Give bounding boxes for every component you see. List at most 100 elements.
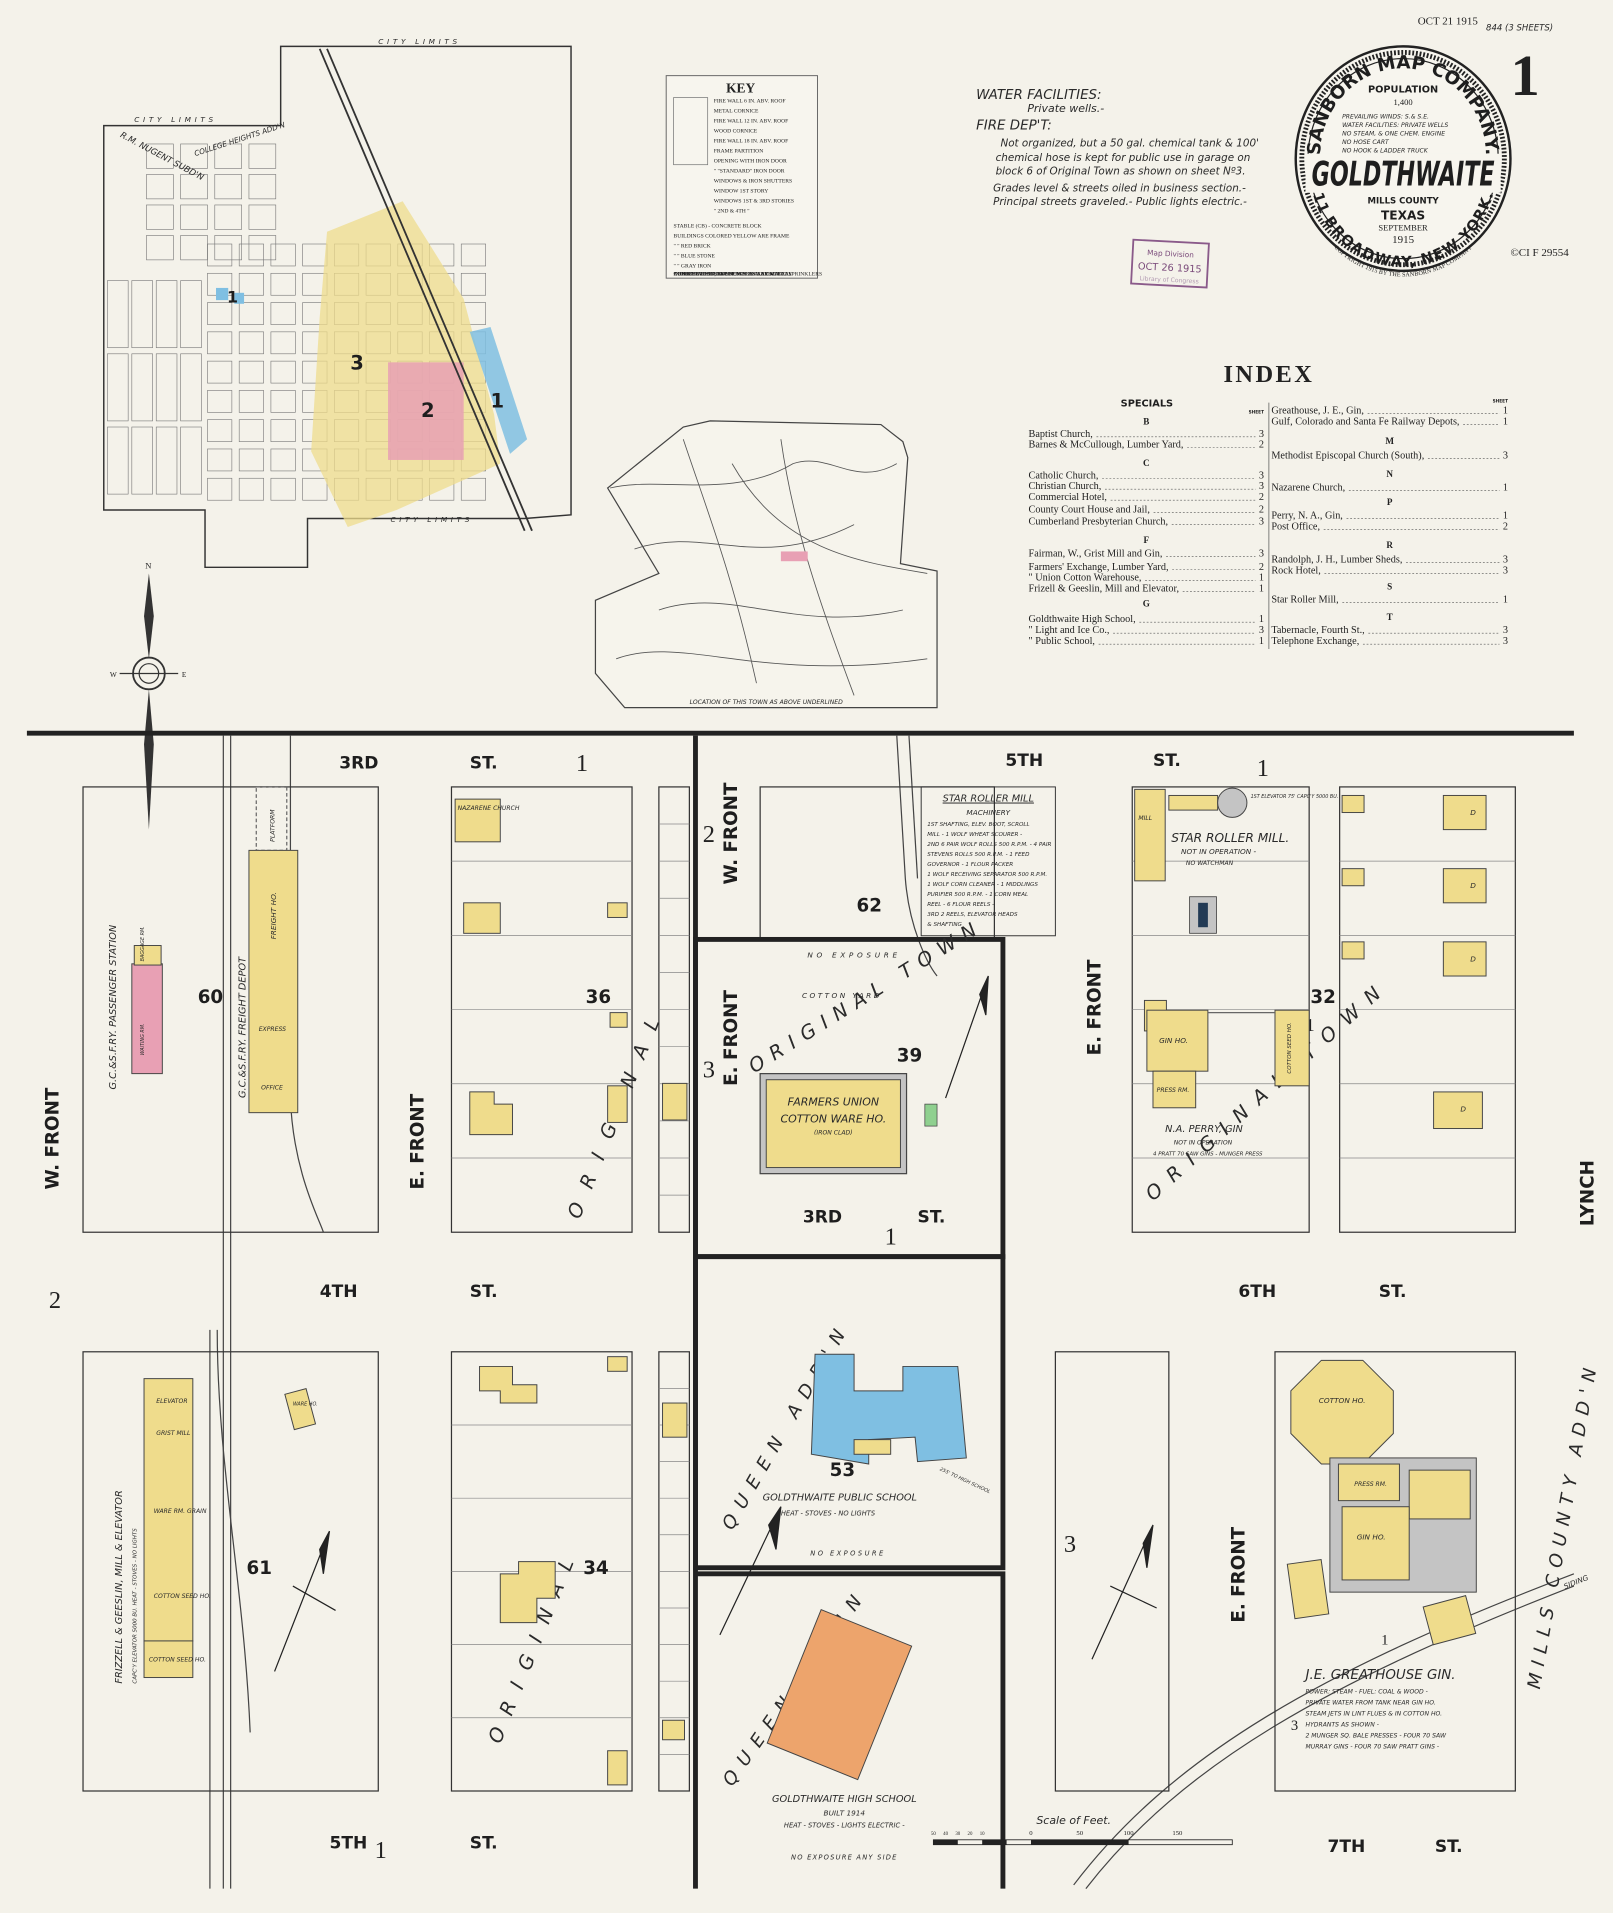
svg-text:STAR ROLLER MILL.: STAR ROLLER MILL. <box>1171 831 1289 845</box>
svg-text:5TH: 5TH <box>329 1833 367 1853</box>
svg-text:LOCATION OF THIS TOWN AS ABOVE: LOCATION OF THIS TOWN AS ABOVE UNDERLINE… <box>690 699 843 706</box>
svg-text:COTTON SEED HO.: COTTON SEED HO. <box>154 1593 211 1600</box>
svg-text:J.E. GREATHOUSE GIN.: J.E. GREATHOUSE GIN. <box>1302 1668 1455 1683</box>
index-letter: M <box>1385 436 1394 446</box>
index-sheet-number: 1 <box>1503 482 1508 493</box>
machinery-line: STEVENS ROLLS 500 R.P.M. - 1 FEED <box>927 852 1030 858</box>
svg-text:CITY LIMITS: CITY LIMITS <box>134 115 217 124</box>
svg-text:COTTON WARE HO.: COTTON WARE HO. <box>780 1112 886 1125</box>
svg-text:MILL: MILL <box>1138 815 1152 822</box>
index-sheet-number: 1 <box>1503 595 1508 606</box>
svg-text:6TH: 6TH <box>1238 1282 1276 1302</box>
svg-text:G.C.&S.F.RY. FREIGHT DEPOT: G.C.&S.F.RY. FREIGHT DEPOT <box>237 956 248 1098</box>
index-sheet-number: 3 <box>1259 470 1264 481</box>
svg-text:STEAM JETS IN LINT FLUES & IN: STEAM JETS IN LINT FLUES & IN COTTON HO. <box>1305 1710 1442 1717</box>
svg-text:MILLS COUNTY ADD'N: MILLS COUNTY ADD'N <box>1524 1359 1602 1690</box>
key-line: FIRE WALL 12 IN. ABV. ROOF <box>714 118 789 124</box>
goldthwaite-high-school: GOLDTHWAITE HIGH SCHOOL BUILT 1914 HEAT … <box>766 1608 917 1861</box>
index-entry: Randolph, J. H., Lumber Sheds, <box>1271 554 1402 565</box>
key-map-block <box>180 235 208 261</box>
svg-text:Scale of Feet.: Scale of Feet. <box>1036 1814 1111 1827</box>
svg-text:NO EXPOSURE: NO EXPOSURE <box>807 951 900 960</box>
index-sheet-number: 2 <box>1259 440 1264 451</box>
key-map-block <box>146 235 174 261</box>
block-34-buildings <box>479 1356 688 1786</box>
svg-text:FRIZZELL & GEESLIN, MILL & ELE: FRIZZELL & GEESLIN, MILL & ELEVATOR <box>114 1490 125 1683</box>
dwelling-label: D <box>1470 881 1476 890</box>
shed <box>1341 868 1365 887</box>
key-map-block <box>107 426 129 495</box>
index-sheet-number: 3 <box>1259 517 1264 528</box>
index-sheet-number: 1 <box>1503 406 1508 417</box>
svg-text:PRESS RM.: PRESS RM. <box>1354 1481 1387 1488</box>
key-map-block <box>270 331 296 355</box>
key-line: METAL CORNICE <box>714 108 759 114</box>
machinery-line: 3RD 2 REELS, ELEVATOR HEADS <box>927 912 1018 918</box>
key-map-block <box>238 477 264 501</box>
key-map-block <box>207 360 233 384</box>
svg-text:GRIST MILL: GRIST MILL <box>156 1430 191 1437</box>
svg-text:1: 1 <box>1381 1633 1388 1649</box>
svg-text:LYNCH: LYNCH <box>1577 1160 1598 1226</box>
index-entry: Goldthwaite High School, <box>1029 614 1136 625</box>
svg-text:POPULATION: POPULATION <box>1368 85 1438 96</box>
svg-text:W: W <box>110 670 117 679</box>
svg-text:BUILT 1914: BUILT 1914 <box>824 1808 866 1817</box>
key-map-block <box>207 448 233 472</box>
svg-text:ST.: ST. <box>1379 1282 1407 1302</box>
svg-text:block 6 of Original Town as sh: block 6 of Original Town as shown on she… <box>996 165 1246 177</box>
key-line: WOOD CORNICE <box>714 128 758 134</box>
svg-text:W. FRONT: W. FRONT <box>721 782 742 884</box>
index-entry: Greathouse, J. E., Gin, <box>1271 406 1364 417</box>
key-line: FIRE WALL 18 IN. ABV. ROOF <box>714 138 789 144</box>
key-line: " 2ND & 4TH " <box>714 209 750 215</box>
index-letter: F <box>1143 535 1149 545</box>
index-entry: Barnes & McCullough, Lumber Yard, <box>1029 440 1184 451</box>
key-line: " " BLUE STONE <box>674 253 716 259</box>
svg-text:2: 2 <box>49 1287 61 1314</box>
key-map-block <box>270 360 296 384</box>
index-letter: P <box>1387 497 1393 507</box>
machinery-line: PURIFIER 500 R.P.M. - 1 CORN MEAL <box>927 892 1028 898</box>
svg-text:EXPRESS: EXPRESS <box>259 1026 286 1033</box>
svg-text:NOT IN OPERATION -: NOT IN OPERATION - <box>1181 847 1256 856</box>
key-map-block <box>238 331 264 355</box>
svg-text:WATER FACILITIES:: WATER FACILITIES: <box>976 88 1102 103</box>
index-letter: T <box>1387 612 1393 622</box>
street-grid <box>82 735 1575 1889</box>
index-sheet-number: 3 <box>1503 554 1508 565</box>
index-sheet-number: 1 <box>1259 614 1264 625</box>
key-map-block <box>302 477 328 501</box>
index-sheet-number: 2 <box>1503 521 1508 532</box>
star-roller-mill: MILL 1ST ELEVATOR 75' CAPC'Y 5000 BU. ST… <box>1134 787 1338 1157</box>
scale-tick: 0 <box>1029 1830 1033 1837</box>
svg-text:60: 60 <box>198 987 223 1008</box>
svg-text:MACHINERY: MACHINERY <box>966 808 1010 817</box>
svg-text:WARE RM. GRAIN: WARE RM. GRAIN <box>154 1508 207 1515</box>
index-sheet-number: 3 <box>1503 565 1508 576</box>
svg-text:3: 3 <box>1064 1531 1076 1558</box>
key-map-block <box>214 174 242 200</box>
svg-text:(IRON CLAD): (IRON CLAD) <box>814 1130 853 1137</box>
key-map-block <box>131 353 153 422</box>
key-map-block <box>270 302 296 325</box>
index-entry: " Union Cotton Warehouse, <box>1029 573 1142 584</box>
key-line: FRAME PARTITION <box>714 149 763 155</box>
key-map-block <box>131 280 153 349</box>
key-map-block <box>460 243 486 267</box>
svg-text:62: 62 <box>857 895 882 916</box>
svg-text:E: E <box>182 670 187 679</box>
index-entry: Christian Church, <box>1029 481 1102 492</box>
svg-text:ST.: ST. <box>918 1207 946 1227</box>
key-map-block <box>180 174 208 200</box>
passenger-station: G.C.&S.F.RY. PASSENGER STATION BAGGAGE R… <box>108 924 163 1089</box>
key-map-block <box>180 280 202 349</box>
key-map-block <box>107 353 129 422</box>
index-entry: " Light and Ice Co., <box>1029 625 1110 636</box>
dwelling <box>1442 868 1487 904</box>
key-map-block <box>155 426 178 495</box>
index-entry: Rock Hotel, <box>1271 565 1320 576</box>
svg-text:NO WATCHMAN: NO WATCHMAN <box>1186 860 1234 867</box>
index-title: INDEX <box>1223 361 1314 388</box>
